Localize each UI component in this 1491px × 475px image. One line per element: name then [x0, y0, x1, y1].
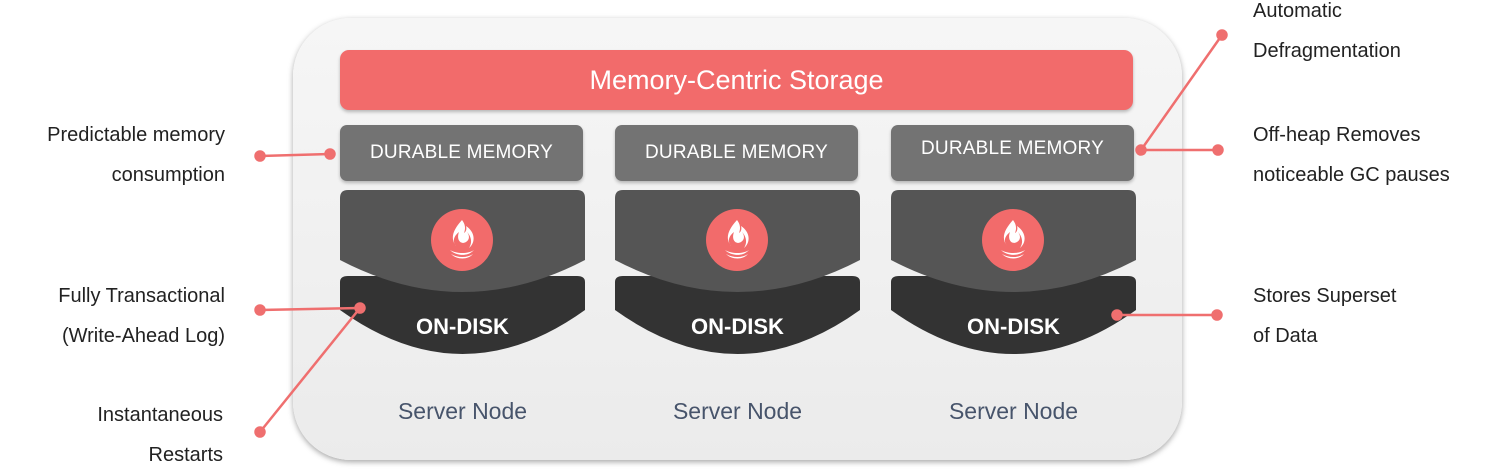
flame-logo-icon: [706, 209, 768, 271]
node-stack-3: [891, 190, 1136, 354]
connector-transactional: [259, 306, 361, 312]
callout-line: Instantaneous: [97, 404, 223, 426]
durable-memory-box-1: DURABLE MEMORY: [340, 125, 583, 181]
callout-line: Off-heap Removes: [1253, 124, 1421, 146]
callout-fully-transactional: Fully Transactional (Write-Ahead Log): [58, 276, 225, 356]
on-disk-label-3: ON-DISK: [967, 314, 1060, 339]
durable-memory-box-2: DURABLE MEMORY: [615, 125, 858, 181]
banner-label: Memory-Centric Storage: [589, 64, 884, 95]
server-node-label-2: Server Node: [672, 398, 803, 424]
callout-line: Defragmentation: [1253, 40, 1401, 62]
callout-off-heap: Off-heap Removes noticeable GC pauses: [1253, 115, 1450, 195]
callout-line: Stores Superset: [1253, 285, 1397, 307]
server-node-label-3: Server Node: [948, 398, 1079, 424]
on-disk-tier: [615, 276, 860, 354]
on-disk-tier: [340, 276, 585, 354]
on-disk-label-1: ON-DISK: [416, 314, 509, 339]
callout-automatic-defragmentation: Automatic Defragmentation: [1253, 0, 1401, 71]
server-node-label-1: Server Node: [397, 398, 528, 424]
connector-dot: [254, 304, 266, 316]
callout-line: Automatic: [1253, 0, 1342, 22]
callout-line: (Write-Ahead Log): [61, 325, 225, 347]
callout-line: Fully Transactional: [58, 285, 225, 307]
node-stack-2: [615, 190, 860, 354]
connector-dot: [1111, 309, 1123, 321]
durable-memory-label: DURABLE MEMORY: [370, 142, 553, 163]
connector-defrag: [1139, 34, 1224, 151]
callout-line: Predictable memory: [47, 124, 225, 146]
memory-centric-storage-banner: Memory-Centric Storage: [340, 50, 1133, 110]
flame-logo-icon: [982, 209, 1044, 271]
durable-memory-box-3: DURABLE MEMORY: [891, 125, 1134, 181]
callout-line: Restarts: [148, 444, 223, 466]
flame-logo-icon: [431, 209, 493, 271]
durable-memory-label: DURABLE MEMORY: [645, 142, 828, 163]
connector-dot: [1211, 309, 1223, 321]
node-stack-1: [340, 190, 585, 354]
connector-dot: [1216, 29, 1228, 41]
on-disk-label-2: ON-DISK: [691, 314, 784, 339]
connector-dot: [1212, 144, 1224, 156]
connector-dot: [254, 150, 266, 162]
connector-predictable: [259, 152, 331, 158]
callout-predictable-memory: Predictable memory consumption: [47, 115, 225, 195]
on-disk-tier: [891, 276, 1136, 354]
callout-line: consumption: [111, 164, 225, 186]
connector-dot: [254, 426, 266, 438]
durable-memory-label: DURABLE MEMORY: [921, 138, 1104, 159]
connector-dot: [324, 148, 336, 160]
connector-restarts: [259, 307, 361, 433]
callout-line: of Data: [1253, 325, 1318, 347]
callout-stores-superset: Stores Superset of Data: [1253, 276, 1396, 356]
callout-instantaneous-restarts: Instantaneous Restarts: [97, 395, 223, 475]
callout-line: noticeable GC pauses: [1253, 164, 1450, 186]
